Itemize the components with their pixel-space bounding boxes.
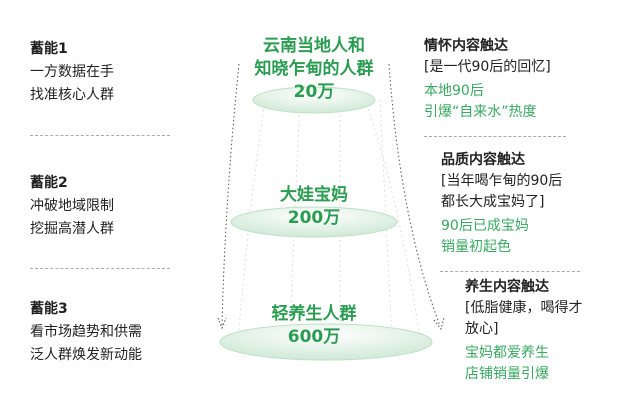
right-title: 养生内容触达 xyxy=(465,279,549,295)
left-line: 找准核心人群 xyxy=(30,87,114,103)
right-block-3: 养生内容触达 [低脂健康，喝得才 放心] 宝妈都爱养生店铺销量引爆 xyxy=(465,277,582,385)
right-quote: 放心] xyxy=(465,321,499,337)
divider xyxy=(30,268,170,269)
tier-name: 云南当地人和 xyxy=(263,36,365,56)
tier-count: 600万 xyxy=(287,327,341,347)
left-line: 看市场趋势和供需 xyxy=(30,324,142,340)
divider xyxy=(440,271,580,272)
right-quote: [是一代90后的回忆] xyxy=(424,59,551,75)
left-title: 蓄能2 xyxy=(30,175,68,191)
left-title: 蓄能1 xyxy=(30,41,68,57)
right-result: 宝妈都爱养生店铺销量引爆 xyxy=(465,345,549,382)
tier-count: 200万 xyxy=(287,208,341,228)
left-block-1: 蓄能1 一方数据在手 找准核心人群 xyxy=(30,38,114,107)
right-result: 90后已成宝妈销量初起色 xyxy=(441,218,529,255)
right-title: 品质内容触达 xyxy=(441,152,525,168)
divider xyxy=(424,136,566,137)
right-title: 情怀内容触达 xyxy=(424,38,508,54)
tier-ellipse-top xyxy=(252,86,376,114)
tier-name: 轻养生人群 xyxy=(271,304,357,324)
tier-top-label: 云南当地人和 知晓乍甸的人群 20万 xyxy=(194,35,434,104)
left-line: 挖掘高潜人群 xyxy=(30,221,114,237)
left-block-2: 蓄能2 冲破地域限制 挖掘高潜人群 xyxy=(30,172,114,241)
right-block-2: 品质内容触达 [当年喝乍甸的90后 都长大成宝妈了] 90后已成宝妈销量初起色 xyxy=(441,150,562,258)
tier-middle-label: 大娃宝妈 200万 xyxy=(194,184,434,230)
divider xyxy=(30,135,170,136)
right-result: 本地90后引爆“自来水”热度 xyxy=(424,83,537,120)
right-dotted-arrow xyxy=(388,63,441,327)
left-title: 蓄能3 xyxy=(30,301,68,317)
tier-ellipse-bottom xyxy=(219,323,433,361)
tier-ellipse-middle xyxy=(230,206,398,238)
right-block-1: 情怀内容触达 [是一代90后的回忆] 本地90后引爆“自来水”热度 xyxy=(424,36,551,123)
left-block-3: 蓄能3 看市场趋势和供需 泛人群焕发新动能 xyxy=(30,298,142,367)
right-quote: [低脂健康，喝得才 xyxy=(465,300,583,316)
right-quote: [当年喝乍甸的90后 xyxy=(441,173,563,189)
left-line: 泛人群焕发新动能 xyxy=(30,347,142,363)
tier-count: 20万 xyxy=(293,82,335,102)
left-line: 一方数据在手 xyxy=(30,64,114,80)
right-quote: 都长大成宝妈了] xyxy=(441,194,545,210)
left-line: 冲破地域限制 xyxy=(30,198,114,214)
tier-name: 知晓乍甸的人群 xyxy=(254,59,374,79)
tier-name: 大娃宝妈 xyxy=(280,185,348,205)
tier-bottom-label: 轻养生人群 600万 xyxy=(194,303,434,349)
